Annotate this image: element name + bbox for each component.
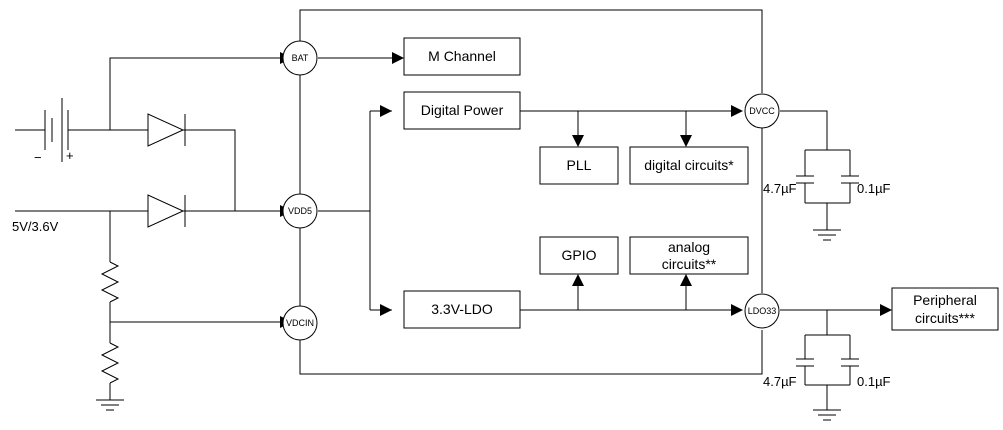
block-pll-label: PLL (567, 157, 592, 173)
block-digital-power: Digital Power (403, 91, 521, 130)
arrow-to-pll (572, 135, 584, 147)
battery-symbol: − + (34, 98, 74, 165)
ground-dvcc-icon (813, 229, 841, 241)
dvcc-cap-large-label: 4.7µF (763, 181, 797, 196)
pin-ldo33-label: LDO33 (748, 306, 777, 316)
block-peripheral-line2: circuits*** (915, 310, 975, 326)
pin-vdcin-label: VDCIN (286, 318, 314, 328)
input-voltage-label: 5V/3.6V (12, 219, 59, 234)
arrow-to-analog-circuits (680, 274, 692, 286)
block-pll: PLL (539, 146, 619, 185)
pin-vdd5-label: VDD5 (288, 206, 312, 216)
block-digital-circuits-label: digital circuits* (644, 157, 734, 173)
arrow-to-digital-power (380, 105, 392, 117)
block-gpio-label: GPIO (561, 247, 596, 263)
block-gpio: GPIO (539, 236, 619, 275)
ground-divider-icon (96, 399, 124, 411)
battery-plus-label: + (66, 148, 74, 163)
block-m-channel-label: M Channel (428, 48, 496, 64)
ldo-cap-large-label: 4.7µF (763, 374, 797, 389)
pin-bat-label: BAT (292, 53, 309, 63)
arrow-to-dvcc (731, 105, 743, 117)
block-m-channel: M Channel (403, 37, 521, 76)
diode-battery (142, 112, 194, 148)
block-analog-circuits-line2: circuits** (662, 256, 717, 272)
capacitors-ldo33 (796, 358, 859, 367)
arrow-to-ldo33 (731, 304, 743, 316)
pin-vdd5: VDD5 (282, 193, 318, 229)
ground-ldo33-icon (813, 409, 841, 421)
arrowheads (280, 52, 892, 328)
pin-bat: BAT (282, 40, 318, 76)
arrow-to-peripheral (880, 304, 892, 316)
pin-ldo33: LDO33 (744, 293, 780, 329)
arrow-to-ldo (380, 304, 392, 316)
block-analog-circuits-line1: analog (668, 239, 710, 255)
block-peripheral-line1: Peripheral (913, 292, 977, 308)
block-ldo: 3.3V-LDO (403, 290, 521, 329)
block-digital-circuits: digital circuits* (629, 146, 749, 185)
resistor-top (100, 261, 120, 303)
pin-vdcin: VDCIN (282, 305, 318, 341)
pin-dvcc: DVCC (744, 93, 780, 129)
dvcc-cap-small-label: 0.1µF (857, 181, 891, 196)
battery-minus-label: − (34, 150, 42, 165)
arrow-to-m-channel (392, 52, 404, 64)
arrow-to-digital-circuits (680, 135, 692, 147)
ldo-cap-small-label: 0.1µF (857, 374, 891, 389)
pin-dvcc-label: DVCC (749, 106, 775, 116)
capacitors-dvcc (796, 175, 859, 184)
block-ldo-label: 3.3V-LDO (431, 301, 493, 317)
block-digital-power-label: Digital Power (421, 102, 504, 118)
resistor-bottom (100, 342, 120, 384)
diode-input (142, 193, 194, 229)
block-analog-circuits: analog circuits** (629, 236, 749, 275)
block-peripheral-circuits: Peripheral circuits*** (891, 287, 999, 331)
wires (15, 9, 880, 410)
arrow-to-gpio (572, 274, 584, 286)
